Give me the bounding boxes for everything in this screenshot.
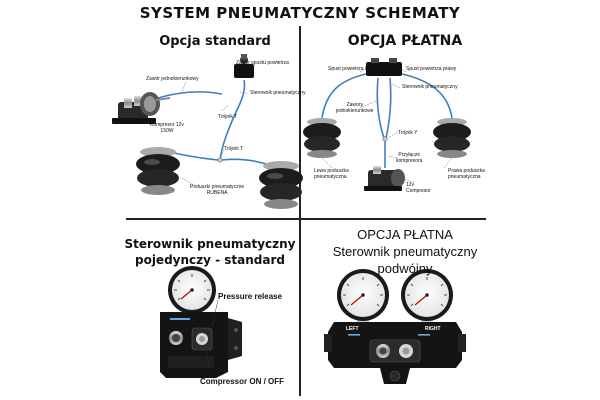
q1-label-springs-line2: RUBENA xyxy=(206,190,228,196)
q1-title: Opcja standard xyxy=(159,34,271,49)
q4-title: OPCJA PŁATNA Sterownik pneumatyczny podw… xyxy=(310,226,500,277)
q1-label-compressor: Kompresor 12v 150W xyxy=(150,122,184,134)
q2-left-air-spring-icon xyxy=(303,118,341,158)
horizontal-divider xyxy=(126,218,486,220)
q2-label-left-spring-line2: pneumatyczna xyxy=(314,174,347,180)
q2-label-check-valves: Zawory jednokierunkowe xyxy=(336,102,374,114)
q3-single-controller-icon xyxy=(160,266,242,378)
q2-label-right-spring-line2: pneumatyczna xyxy=(448,174,481,180)
page-title: SYSTEM PNEUMATYCZNY SCHEMATY xyxy=(139,4,461,22)
q1-label-compressor-line1: Kompresor 12v xyxy=(150,122,184,128)
q4-title-line3: podwójny xyxy=(377,261,433,276)
q2-label-left-spring-line1: Lewa poduszka xyxy=(314,168,349,174)
q2-label-left-spring: Lewa poduszka pneumatyczna xyxy=(314,168,349,180)
q2-label-release-right: Spust powietrza prawy xyxy=(406,66,457,72)
q1-right-air-spring-icon xyxy=(259,161,303,209)
q3-label-pressure-release: Pressure release xyxy=(218,292,283,301)
hose-controller-to-left-spring xyxy=(321,73,367,119)
q1-release-valve-icon xyxy=(234,54,254,78)
hose-controller-to-tee-b xyxy=(385,77,392,139)
q3-title-line1: Sterownik pneumatyczny xyxy=(124,237,296,251)
q1-label-check-valve: Zawór jednokierunkowy xyxy=(146,76,199,82)
q2-compressor-icon xyxy=(364,166,405,191)
q2-label-controller: Sterownik pneumatyczny xyxy=(402,84,458,90)
q3-leader-lines xyxy=(205,299,219,369)
hose-controller-to-right-spring xyxy=(401,73,453,119)
hose-controller-to-tee xyxy=(219,79,246,161)
hose-compressor-to-controller xyxy=(157,91,223,99)
q1-tee-fitting-icon xyxy=(217,157,223,163)
q1-label-controller: Sterownik pneumatyczny xyxy=(250,90,306,96)
q3-title: Sterownik pneumatyczny pojedynczy - stan… xyxy=(120,236,300,268)
q2-label-check-valves-line2: jednokierunkowe xyxy=(336,108,374,114)
q2-label-tee-y: Trójnik Y xyxy=(398,130,418,136)
q1-left-air-spring-icon xyxy=(136,147,180,195)
q4-title-line2: Sterownik pneumatyczny xyxy=(332,244,478,259)
hose-controller-to-tee-a xyxy=(376,77,385,139)
q2-hoses xyxy=(321,73,453,168)
q2-label-release-left: Spust powietrza lewy xyxy=(328,66,375,72)
q4-title-line1: OPCJA PŁATNA xyxy=(357,227,453,242)
q1-label-springs-line1: Poduszki pneumatyczne xyxy=(190,184,245,190)
hose-tee-to-left-spring xyxy=(169,151,219,161)
q2-label-right-spring-line1: Prawa poduszka xyxy=(448,168,485,174)
q2-label-connector-line1: Przyłącze xyxy=(398,152,421,158)
q1-label-release-valve: Zawór spustu powietrza xyxy=(236,60,289,66)
q1-label-compressor-line2: 150W xyxy=(160,128,174,134)
q2-title: OPCJA PŁATNA xyxy=(347,33,463,49)
q4-dual-controller-icon xyxy=(324,269,466,384)
q2-label-right-spring: Prawa poduszka pneumatyczna xyxy=(448,168,485,180)
vertical-divider xyxy=(299,26,301,396)
q1-compressor-icon xyxy=(112,92,171,124)
q1-label-tee-a: Trójnik T xyxy=(218,114,238,120)
q4-panel-label-right: RIGHT xyxy=(425,326,441,332)
q1-label-springs: Poduszki pneumatyczne RUBENA xyxy=(190,184,244,196)
q2-right-air-spring-icon xyxy=(433,118,471,158)
q2-tee-fitting-icon xyxy=(382,136,388,142)
q2-label-compressor-line2: Compresor xyxy=(406,188,431,194)
q2-label-connector-line2: kompresora xyxy=(396,158,423,164)
q1-label-tee-b: Trójnik T xyxy=(224,146,244,152)
q2-label-compressor: 12v Compresor xyxy=(406,182,431,194)
q3-label-compressor-onoff: Compressor ON / OFF xyxy=(200,377,285,386)
q2-label-check-valves-line1: Zawory xyxy=(346,102,363,108)
q3-title-line2: pojedynczy - standard xyxy=(134,253,285,267)
q2-label-compressor-line1: 12v xyxy=(406,182,415,188)
q2-controller-icon xyxy=(366,58,402,76)
q2-label-connector: Przyłącze kompresora xyxy=(396,152,422,164)
q4-panel-label-left: LEFT xyxy=(346,326,359,332)
